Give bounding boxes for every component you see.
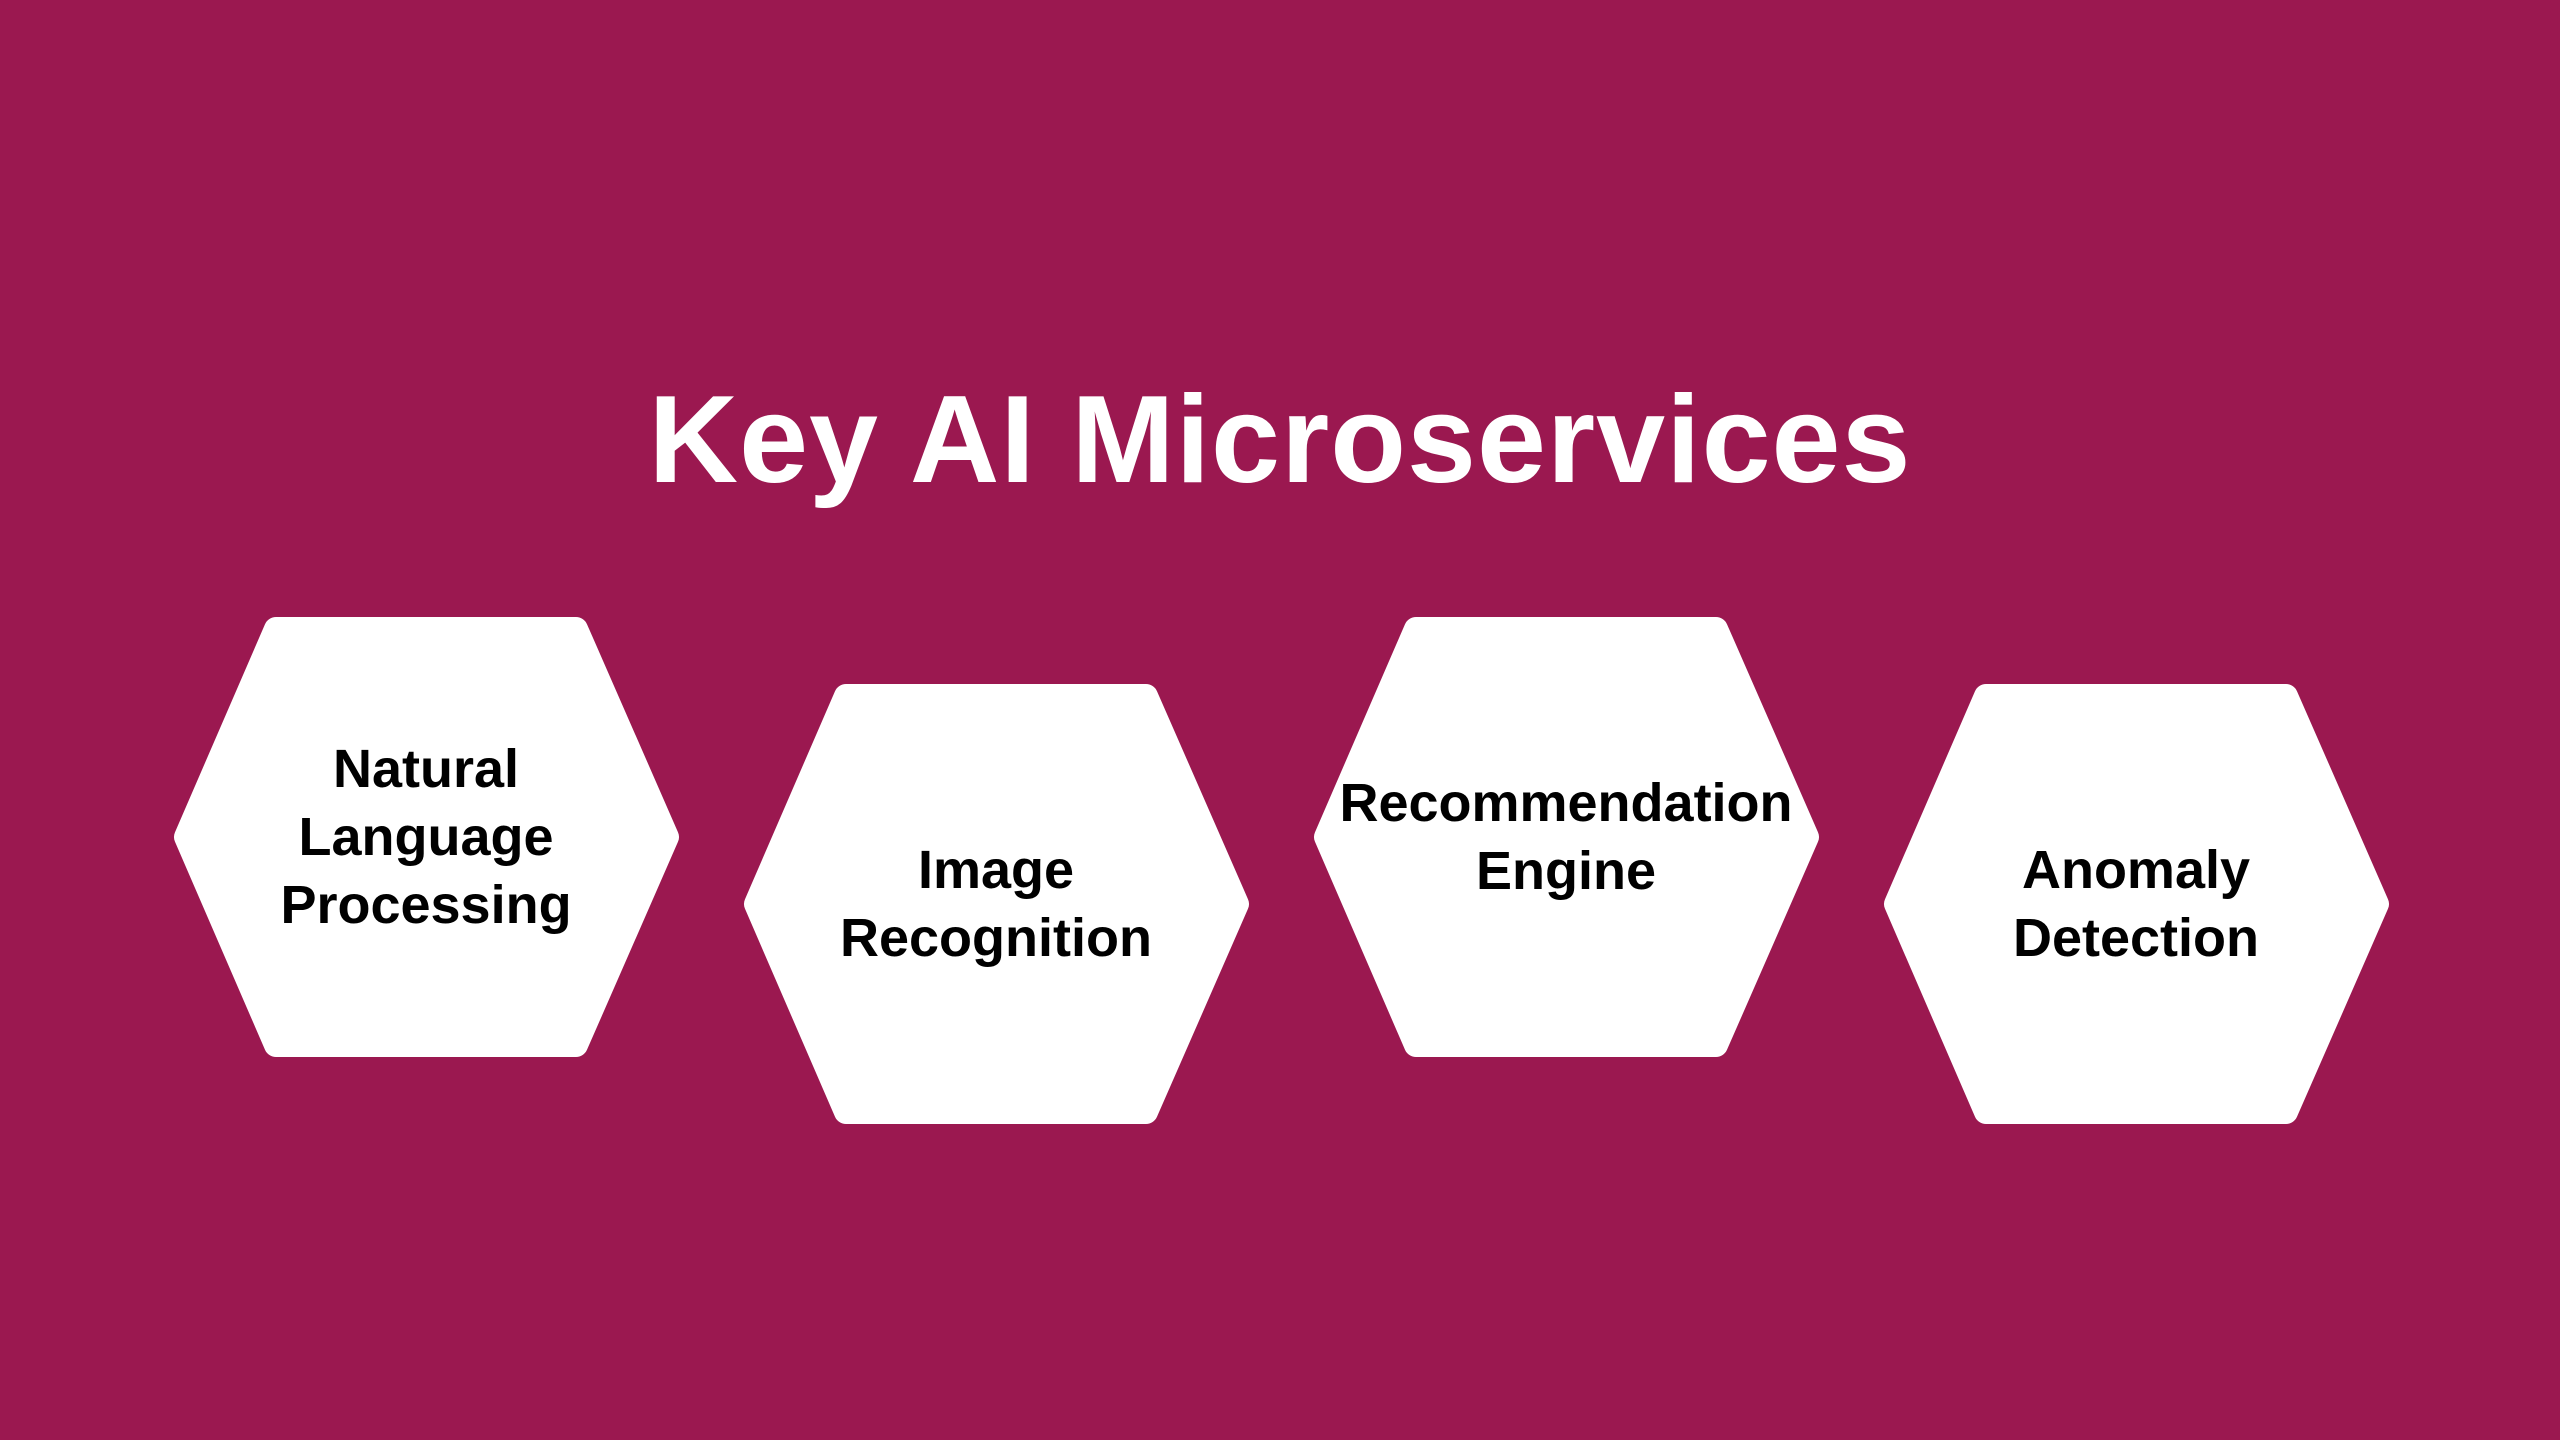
service-label-line: Image xyxy=(917,840,1075,900)
service-label-line: Detection xyxy=(2012,908,2260,968)
service-recommendation-engine: Recommendation Engine xyxy=(1306,617,1826,1057)
service-label-line: Recognition xyxy=(840,908,1152,968)
service-label-line: Processing xyxy=(280,875,572,935)
service-image-recognition: Image Recognition xyxy=(736,684,1256,1124)
service-label-line: Language xyxy=(298,807,554,867)
service-natural-language-processing: Natural Language Processing xyxy=(166,617,686,1057)
service-label-line: Recommendation xyxy=(1339,773,1793,833)
hexagon-image-recognition xyxy=(744,684,1249,1124)
hexagon-natural-language-processing xyxy=(174,617,679,1057)
page-title: Key AI Microservices xyxy=(648,371,1912,509)
hexagon-recommendation-engine xyxy=(1314,617,1819,1057)
service-label-line: Anomaly xyxy=(2021,840,2251,900)
service-label-line: Natural xyxy=(332,739,520,799)
hexagon-anomaly-detection xyxy=(1884,684,2389,1124)
service-label-line: Engine xyxy=(1475,841,1656,901)
service-anomaly-detection: Anomaly Detection xyxy=(1876,684,2396,1124)
